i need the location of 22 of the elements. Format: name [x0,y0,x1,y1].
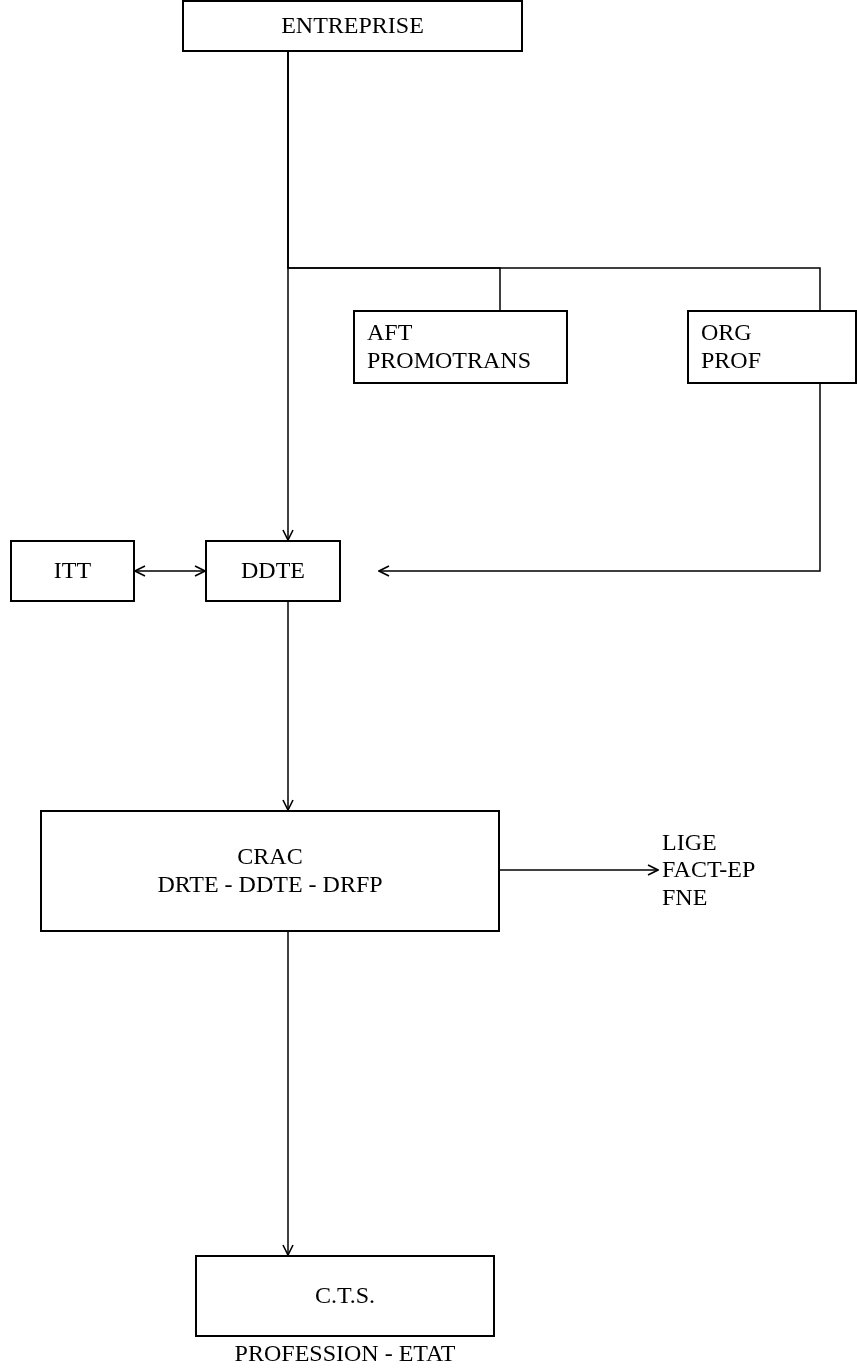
box-label: DRTE - DDTE - DRFP [157,871,383,899]
connector-arrow [282,931,294,1256]
process-box [205,540,341,602]
process-box [195,1255,495,1337]
process-box [10,540,135,602]
box-label: AFT PROMOTRANS [367,319,532,375]
process-box [182,0,523,52]
process-box [40,810,500,932]
process-box [687,310,857,384]
connector-arrow [282,601,294,811]
box-label: ORG PROF [701,319,762,375]
connector-arrow [134,565,206,577]
box-label: ENTREPRISE [281,12,424,40]
process-box [353,310,568,384]
box-label: DDTE [241,557,305,585]
box-label: ITT [53,557,92,585]
connector-arrow [378,383,821,577]
node-text: LIGE FACT-EP FNE [662,828,756,912]
box-label: C.T.S. [314,1282,376,1310]
connector-arrow [499,864,659,876]
caption-text: PROFESSION - ETAT [233,1340,457,1367]
box-label: CRAC [237,843,303,871]
